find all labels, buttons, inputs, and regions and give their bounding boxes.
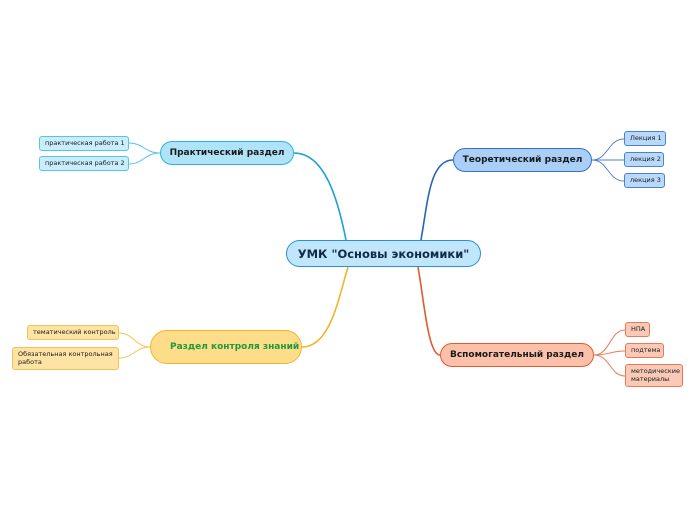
- subtopic-control-2[interactable]: Обязательная контрольная работа: [12, 347, 119, 370]
- central-topic[interactable]: УМК "Основы экономики": [286, 240, 481, 267]
- link-practical-2: [128, 152, 161, 165]
- subtopic-control-1[interactable]: тематический контроль: [27, 325, 119, 340]
- subtopic-theory-2[interactable]: лекция 2: [624, 152, 664, 167]
- subtopic-practical-2[interactable]: практическая работа 2: [39, 156, 129, 171]
- subtopic-theory-3[interactable]: лекция 3: [624, 173, 665, 188]
- branch-support[interactable]: Вспомогательный раздел: [440, 343, 594, 367]
- link-support-2: [593, 350, 626, 356]
- link-practical-1: [128, 142, 161, 154]
- branch-practical[interactable]: Практический раздел: [160, 141, 294, 165]
- link-center-theory: [420, 159, 454, 241]
- link-theory-1: [591, 138, 625, 161]
- link-center-support: [417, 266, 441, 356]
- branch-theory[interactable]: Теоретический раздел: [453, 148, 592, 172]
- link-center-practical: [293, 152, 347, 241]
- subtopic-support-1[interactable]: НПА: [625, 322, 650, 337]
- link-control-1: [118, 332, 151, 348]
- subtopic-support-2[interactable]: подтема: [625, 343, 664, 358]
- subtopic-support-3[interactable]: методические материалы: [625, 364, 683, 387]
- link-theory-3: [591, 159, 625, 182]
- subtopic-practical-1[interactable]: практическая работа 1: [39, 136, 129, 151]
- link-support-3: [593, 354, 626, 377]
- branch-control[interactable]: Раздел контроля знаний: [150, 330, 302, 364]
- link-support-1: [593, 329, 626, 356]
- subtopic-theory-1[interactable]: Лекция 1: [624, 131, 666, 146]
- link-center-control: [301, 266, 349, 348]
- link-control-2: [118, 346, 151, 359]
